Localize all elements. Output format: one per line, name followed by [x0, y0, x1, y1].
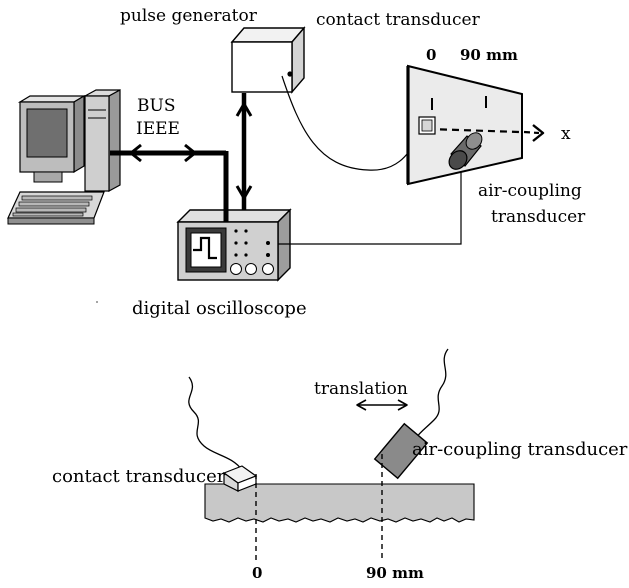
- specimen-panel: [406, 64, 523, 186]
- mark-90-label: 90 mm: [366, 564, 424, 582]
- contact-transducer-top: [418, 116, 436, 135]
- x-axis-arrow: [523, 124, 545, 142]
- translation-label: translation: [314, 379, 408, 399]
- bus-label: BUS: [137, 96, 176, 116]
- trigger-connection: [235, 93, 253, 210]
- stray-mark: [96, 301, 98, 303]
- air-coupling-transducer-top: [448, 132, 483, 170]
- air-coupling-cable: [415, 348, 449, 439]
- contact-transducer-label: contact transducer: [316, 10, 480, 30]
- air-coupling-transducer-bottom: [373, 422, 429, 480]
- x-axis-label: x: [561, 124, 571, 144]
- receiver-cable: [278, 168, 462, 245]
- contact-transducer-bottom-label: contact transducer: [52, 466, 226, 487]
- bus-ieee-connection: [110, 143, 229, 222]
- translation-arrow: [356, 399, 408, 411]
- air-coupling-transducer-label: air-coupling transducer: [412, 439, 628, 460]
- oscilloscope-device: [176, 208, 292, 282]
- pulse-generator-box: [230, 26, 306, 94]
- pulse-cable: [281, 75, 419, 171]
- mark-0-label: 0: [252, 564, 263, 582]
- contact-transducer-cable: [188, 376, 243, 471]
- air-coupling-label-line2: transducer: [491, 207, 586, 227]
- specimen-block: [204, 483, 475, 523]
- pulse-generator-label: pulse generator: [120, 6, 257, 26]
- ieee-label: IEEE: [136, 119, 180, 139]
- tick-0-label: 0: [426, 46, 437, 64]
- air-coupling-label-line1: air-coupling: [478, 181, 582, 201]
- tick-90-label: 90 mm: [460, 46, 518, 64]
- computer-icon: [7, 88, 121, 225]
- oscilloscope-label: digital oscilloscope: [132, 298, 307, 319]
